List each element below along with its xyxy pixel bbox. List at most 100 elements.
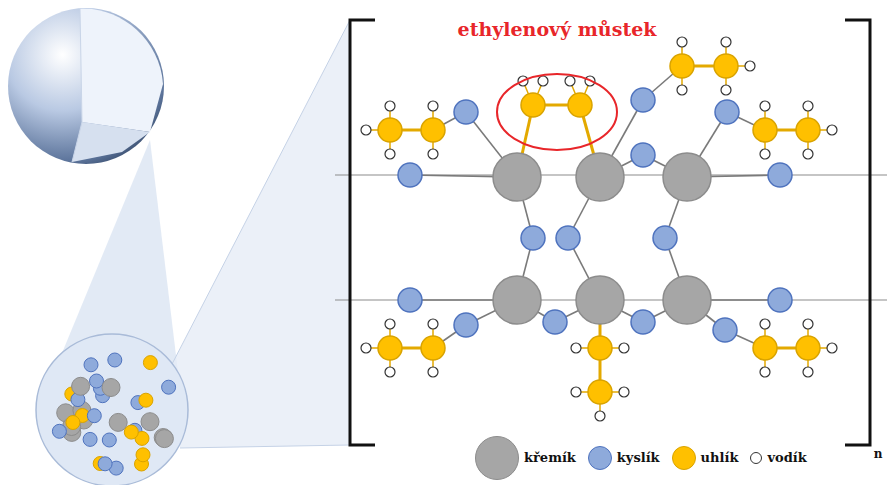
oxygen-atom: [454, 313, 478, 337]
zoom-cone: [170, 20, 350, 448]
hydrogen-atom: [385, 367, 395, 377]
oxygen-atom: [713, 318, 737, 342]
silicon-atom: [493, 276, 541, 324]
hydrogen-atom: [803, 367, 813, 377]
carbon-atom: [378, 336, 402, 360]
oxygen-atom: [521, 226, 545, 250]
silicon-atom: [576, 276, 624, 324]
silicon-atom: [576, 153, 624, 201]
hydrogen-atom: [760, 101, 770, 111]
carbon-atom: [66, 416, 80, 430]
carbon-atom: [714, 54, 738, 78]
carbon-atom: [796, 118, 820, 142]
particle-sphere: [8, 8, 164, 164]
carbon-atom: [136, 448, 150, 462]
carbon-atom: [753, 336, 777, 360]
hydrogen-atom: [361, 125, 371, 135]
legend-swatch: [475, 436, 519, 480]
sphere-cut: [80, 9, 163, 132]
hydrogen-atom: [428, 367, 438, 377]
legend-text: uhlík: [701, 451, 739, 466]
hydrogen-atom: [619, 387, 629, 397]
oxygen-atom: [631, 143, 655, 167]
hydrogen-atom: [827, 343, 837, 353]
carbon-atom: [143, 356, 157, 370]
hydrogen-atom: [760, 367, 770, 377]
hydrogen-atom: [677, 37, 687, 47]
legend-text: křemík: [524, 451, 576, 466]
carbon-atom: [421, 336, 445, 360]
bonds: [366, 42, 832, 416]
legend-text: vodík: [767, 451, 806, 466]
carbon-atom: [124, 425, 138, 439]
hydrogen-atom: [428, 319, 438, 329]
hydrogen-atom: [803, 319, 813, 329]
legend-swatch: [588, 446, 612, 470]
silicon-atom: [663, 153, 711, 201]
hydrogen-atom: [565, 76, 575, 86]
repeat-index: n: [874, 448, 883, 462]
hydrogen-atom: [619, 343, 629, 353]
legend-swatch: [672, 446, 696, 470]
oxygen-atom: [543, 310, 567, 334]
hydrogen-atom: [721, 85, 731, 95]
hydrogen-atom: [385, 319, 395, 329]
hydrogen-atom: [385, 149, 395, 159]
hydrogen-atom: [571, 343, 581, 353]
silicon-atom: [141, 413, 159, 431]
oxygen-atom: [768, 288, 792, 312]
carbon-atom: [588, 380, 612, 404]
magnified-circle: [36, 334, 188, 485]
oxygen-atom: [768, 163, 792, 187]
hydrogen-atom: [827, 125, 837, 135]
hydrogen-atom: [428, 149, 438, 159]
oxygen-atom: [398, 163, 422, 187]
oxygen-atom: [556, 226, 580, 250]
oxygen-atom: [84, 358, 98, 372]
hydrogen-atom: [571, 387, 581, 397]
hydrogen-atom: [803, 101, 813, 111]
legend-text: kyslík: [617, 451, 660, 466]
carbon-atom: [568, 93, 592, 117]
hydrogen-atom: [745, 61, 755, 71]
zoom-line: [180, 445, 350, 448]
hydrogen-atom: [677, 85, 687, 95]
oxygen-atom: [98, 457, 112, 471]
oxygen-atom: [108, 353, 122, 367]
carbon-atom: [670, 54, 694, 78]
silicon-atom: [493, 153, 541, 201]
silicon-atom: [72, 377, 90, 395]
oxygen-atom: [102, 433, 116, 447]
atoms: [361, 37, 837, 421]
oxygen-atom: [52, 424, 66, 438]
silicon-atom: [155, 430, 173, 448]
hydrogen-atom: [428, 101, 438, 111]
oxygen-atom: [631, 88, 655, 112]
hydrogen-atom: [595, 411, 605, 421]
oxygen-atom: [87, 409, 101, 423]
carbon-atom: [588, 336, 612, 360]
oxygen-atom: [653, 226, 677, 250]
hydrogen-atom: [385, 101, 395, 111]
bracket: [845, 20, 870, 445]
hydrogen-atom: [803, 149, 813, 159]
particle-atoms: [52, 353, 175, 475]
sphere-cut: [72, 122, 150, 162]
silicon-atom: [102, 379, 120, 397]
hydrogen-atom: [361, 343, 371, 353]
silicon-atom: [109, 413, 127, 431]
hydrogen-atom: [721, 37, 731, 47]
hydrogen-atom: [760, 319, 770, 329]
callout-label: ethylenový můstek: [458, 19, 657, 41]
highlight-ellipse: [497, 74, 617, 150]
hydrogen-atom: [760, 149, 770, 159]
oxygen-atom: [162, 380, 176, 394]
zoom-line: [170, 20, 350, 368]
hydrogen-atom: [538, 76, 548, 86]
carbon-atom: [521, 93, 545, 117]
silicon-atom: [663, 276, 711, 324]
oxygen-atom: [90, 374, 104, 388]
carbon-atom: [796, 336, 820, 360]
